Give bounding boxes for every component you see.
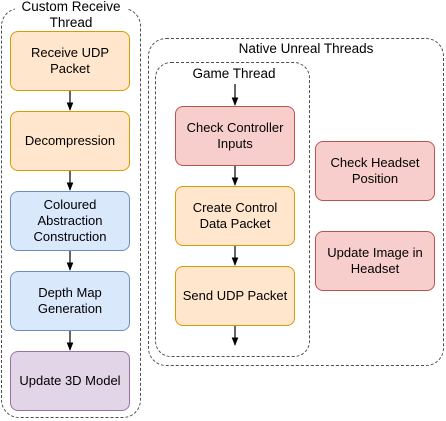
create-control-data-packet-node: Create Control Data Packet (175, 186, 295, 246)
depth-map-generation-node: Depth Map Generation (10, 271, 130, 331)
check-controller-inputs-node: Check Controller Inputs (175, 106, 295, 166)
game-thread-title: Game Thread (188, 66, 280, 82)
update-image-in-headset-node: Update Image in Headset (315, 231, 435, 291)
send-udp-packet-node: Send UDP Packet (175, 266, 295, 326)
coloured-abstraction-construction-label: Coloured Abstraction Construction (33, 197, 107, 244)
create-control-data-packet-label: Create Control Data Packet (192, 200, 278, 231)
check-headset-position-label: Check Headset Position (330, 155, 420, 186)
depth-map-generation-label: Depth Map Generation (37, 285, 103, 316)
native-unreal-threads-title: Native Unreal Threads (232, 41, 380, 57)
update-image-in-headset-label: Update Image in Headset (327, 245, 423, 276)
check-controller-inputs-label: Check Controller Inputs (186, 120, 284, 151)
decompression-node: Decompression (10, 111, 130, 171)
update-3d-model-node: Update 3D Model (10, 351, 130, 411)
receive-udp-packet-label: Receive UDP Packet (30, 45, 110, 76)
custom-receive-thread-title: Custom Receive Thread (15, 0, 127, 31)
native-unreal-threads-group (148, 38, 444, 366)
receive-udp-packet-node: Receive UDP Packet (10, 31, 130, 91)
update-3d-model-label: Update 3D Model (19, 373, 121, 388)
check-headset-position-node: Check Headset Position (315, 141, 435, 201)
send-udp-packet-label: Send UDP Packet (182, 288, 288, 303)
game-thread-group (155, 62, 310, 357)
decompression-label: Decompression (24, 133, 116, 148)
coloured-abstraction-construction-node: Coloured Abstraction Construction (10, 191, 130, 251)
